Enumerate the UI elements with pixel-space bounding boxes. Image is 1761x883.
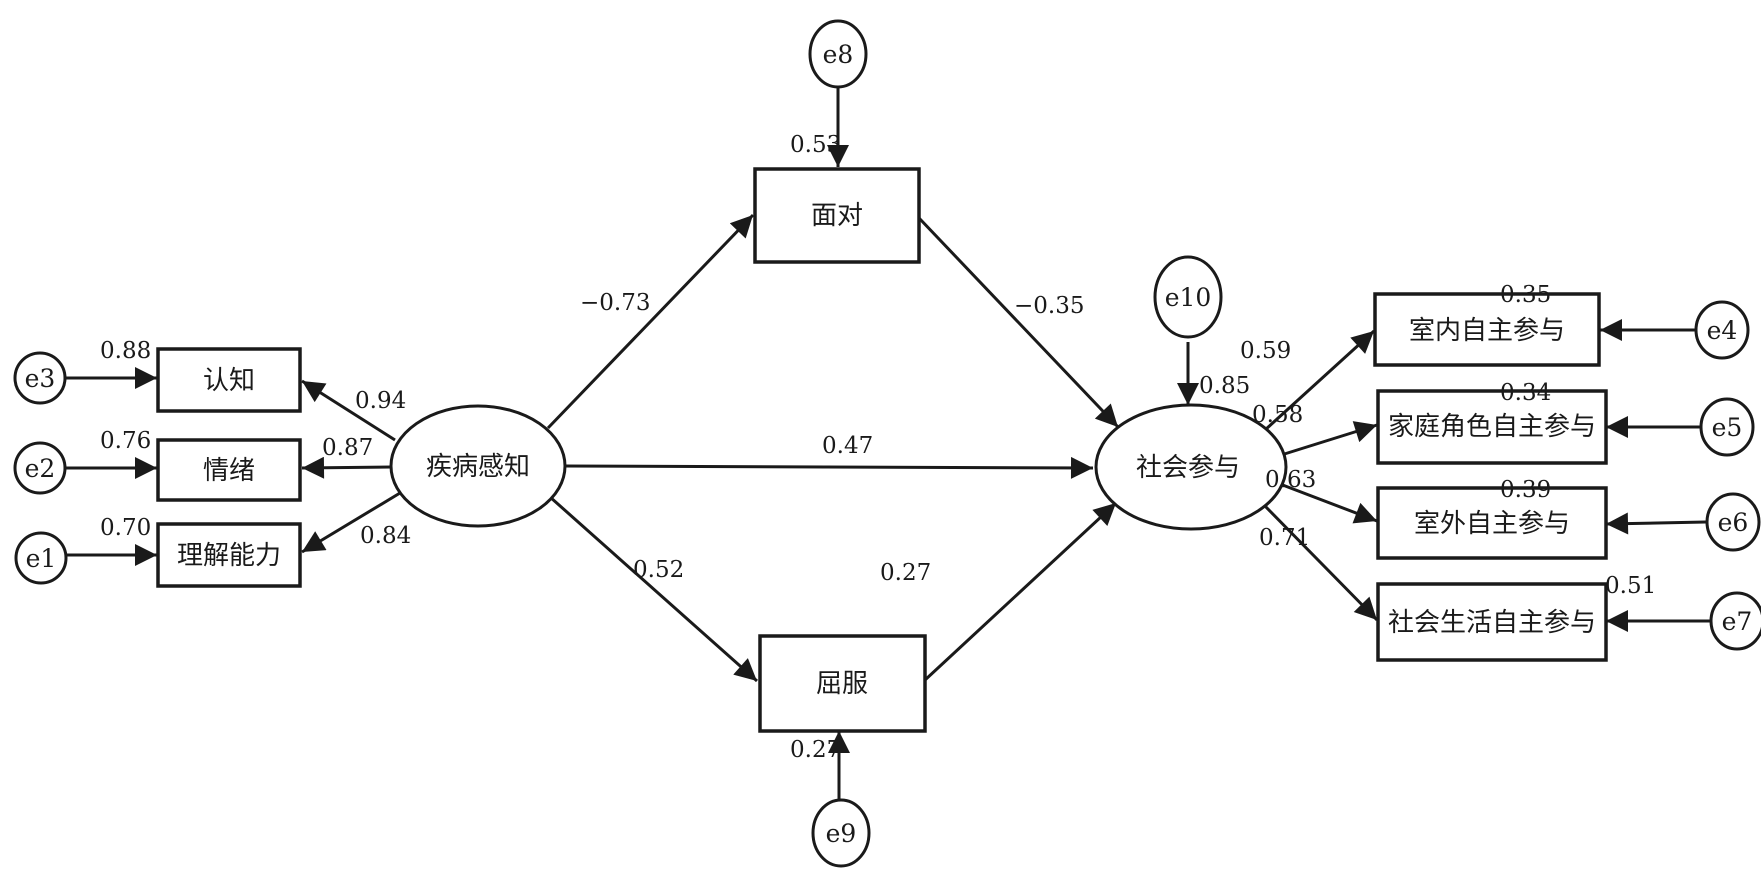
coef-e5-family: 0.34 — [1500, 380, 1551, 406]
error-node-e3: e3 — [13, 351, 67, 405]
node-label-outdoor: 室外自主参与 — [1414, 509, 1570, 539]
coef-e10-participation: 0.85 — [1199, 373, 1250, 399]
observed-node-outdoor: 室外自主参与 — [1376, 486, 1608, 560]
coef-e6-outdoor: 0.39 — [1500, 477, 1551, 503]
edge-perception-to-submit — [549, 495, 758, 683]
node-label-indoor: 室内自主参与 — [1409, 316, 1565, 346]
edge-e6-to-outdoor — [1605, 512, 1707, 535]
coef-confront-participation: −0.35 — [1014, 293, 1084, 319]
coef-participation-outdoor: 0.63 — [1265, 467, 1316, 493]
edge-perception-to-comprehension — [301, 491, 401, 554]
edge-submit-to-participation — [923, 501, 1118, 682]
node-label-submit: 屈服 — [816, 669, 868, 699]
error-node-e5: e5 — [1699, 397, 1755, 457]
error-node-e4: e4 — [1694, 300, 1750, 360]
observed-node-social-life: 社会生活自主参与 — [1376, 582, 1608, 662]
error-label-e8: e8 — [823, 40, 854, 69]
edge-perception-to-cognition — [301, 379, 396, 442]
error-node-e2: e2 — [13, 441, 67, 495]
observed-node-cognition: 认知 — [156, 347, 302, 413]
error-node-e7: e7 — [1709, 591, 1761, 651]
coef-e7-social-life: 0.51 — [1605, 573, 1656, 599]
coef-e2-emotion: 0.76 — [100, 428, 151, 454]
error-node-e8: e8 — [808, 19, 868, 89]
coef-perception-cognition: 0.94 — [355, 388, 406, 414]
coef-perception-participation: 0.47 — [822, 433, 873, 459]
error-label-e9: e9 — [826, 819, 857, 848]
edge-participation-to-indoor — [1263, 329, 1376, 432]
observed-node-submit: 屈服 — [758, 634, 927, 733]
error-label-e4: e4 — [1707, 316, 1738, 345]
observed-node-indoor: 室内自主参与 — [1373, 292, 1601, 367]
edge-participation-to-family — [1277, 421, 1378, 458]
edge-perception-to-participation — [563, 456, 1094, 479]
error-label-e7: e7 — [1722, 607, 1753, 636]
coef-perception-emotion: 0.87 — [322, 435, 373, 461]
coef-participation-indoor: 0.59 — [1240, 338, 1291, 364]
error-node-e9: e9 — [811, 798, 871, 868]
coef-e4-indoor: 0.35 — [1500, 282, 1551, 308]
coef-e1-comprehension: 0.70 — [100, 515, 151, 541]
coef-participation-family: 0.58 — [1252, 402, 1303, 428]
coef-perception-submit: 0.52 — [633, 557, 684, 583]
edge-participation-to-social-life — [1262, 503, 1379, 622]
edge-perception-to-emotion — [301, 456, 393, 479]
node-label-comprehension: 理解能力 — [177, 541, 281, 571]
edge-perception-to-confront — [546, 213, 755, 430]
error-label-e6: e6 — [1718, 508, 1749, 537]
node-label-cognition: 认知 — [203, 366, 255, 396]
coef-e8-confront: 0.53 — [790, 132, 841, 158]
observed-node-comprehension: 理解能力 — [156, 522, 302, 588]
coef-e9-submit: 0.27 — [790, 737, 841, 763]
error-label-e2: e2 — [25, 454, 56, 483]
coef-participation-social-life: 0.71 — [1259, 525, 1310, 551]
node-label-social-life: 社会生活自主参与 — [1388, 608, 1596, 638]
node-label-emotion: 情绪 — [203, 456, 255, 486]
observed-node-confront: 面对 — [753, 167, 921, 264]
node-label-participation: 社会参与 — [1136, 453, 1240, 483]
error-label-e1: e1 — [26, 544, 57, 573]
coef-perception-comprehension: 0.84 — [360, 523, 411, 549]
coef-e3-cognition: 0.88 — [100, 338, 151, 364]
error-node-e1: e1 — [14, 531, 68, 585]
latent-node-perception: 疾病感知 — [389, 404, 567, 528]
node-label-perception: 疾病感知 — [426, 452, 530, 482]
latent-node-participation: 社会参与 — [1094, 403, 1288, 531]
observed-node-family: 家庭角色自主参与 — [1376, 389, 1608, 465]
observed-node-emotion: 情绪 — [156, 438, 302, 502]
error-label-e10: e10 — [1165, 283, 1212, 312]
error-label-e5: e5 — [1712, 413, 1743, 442]
edge-participation-to-outdoor — [1279, 482, 1378, 524]
node-label-confront: 面对 — [811, 201, 863, 231]
error-label-e3: e3 — [25, 364, 56, 393]
error-node-e6: e6 — [1705, 492, 1761, 552]
edge-confront-to-participation — [917, 216, 1120, 429]
node-label-family: 家庭角色自主参与 — [1388, 412, 1596, 442]
error-node-e10: e10 — [1153, 255, 1223, 339]
coef-perception-confront: −0.73 — [580, 290, 650, 316]
coef-submit-participation: 0.27 — [880, 560, 931, 586]
